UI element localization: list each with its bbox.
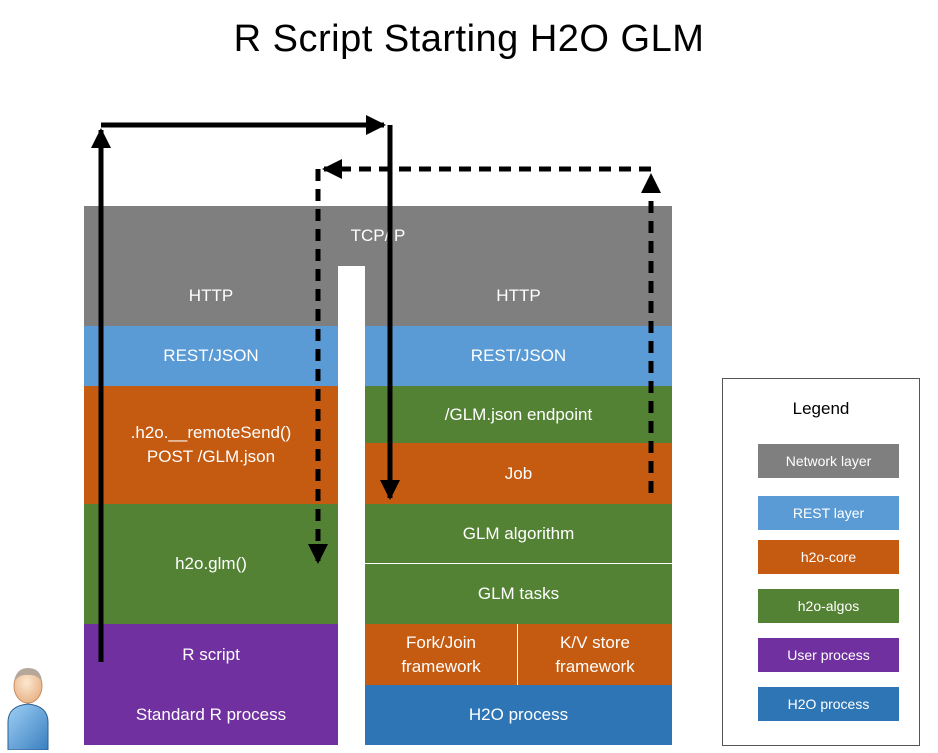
legend-title: Legend <box>792 399 850 418</box>
right-job-block: Job <box>365 443 672 504</box>
right-glm-algorithm-block: GLM algorithm <box>365 504 672 564</box>
left-process-block: Standard R process <box>84 685 338 745</box>
right-process-block: H2O process <box>365 685 672 745</box>
right-http-layer: HTTP <box>365 266 672 326</box>
tcpip-layer: TCP/IP <box>84 206 672 266</box>
left-rest-layer: REST/JSON <box>84 326 338 386</box>
right-glm-tasks-block: GLM tasks <box>365 564 672 624</box>
left-r-script-block: R script <box>84 624 338 685</box>
left-remote-send-block: .h2o.__remoteSend() POST /GLM.json <box>84 386 338 504</box>
legend-item-h2o-process: H2O process <box>758 687 899 721</box>
legend-box: Legend Network layer REST layer h2o-core… <box>722 378 920 746</box>
right-rest-layer: REST/JSON <box>365 326 672 386</box>
user-icon <box>7 668 49 750</box>
right-kv-store-block: K/V store framework <box>518 624 672 685</box>
legend-item-core: h2o-core <box>758 540 899 574</box>
legend-item-rest: REST layer <box>758 496 899 530</box>
right-endpoint-block: /GLM.json endpoint <box>365 386 672 443</box>
diagram-title: R Script Starting H2O GLM <box>233 18 705 60</box>
right-fork-join-block: Fork/Join framework <box>365 624 518 685</box>
legend-item-user-process: User process <box>758 638 899 672</box>
left-http-layer: HTTP <box>84 266 338 326</box>
legend-item-network: Network layer <box>758 444 899 478</box>
left-glm-call-block: h2o.glm() <box>84 504 338 624</box>
legend-item-algos: h2o-algos <box>758 589 899 623</box>
